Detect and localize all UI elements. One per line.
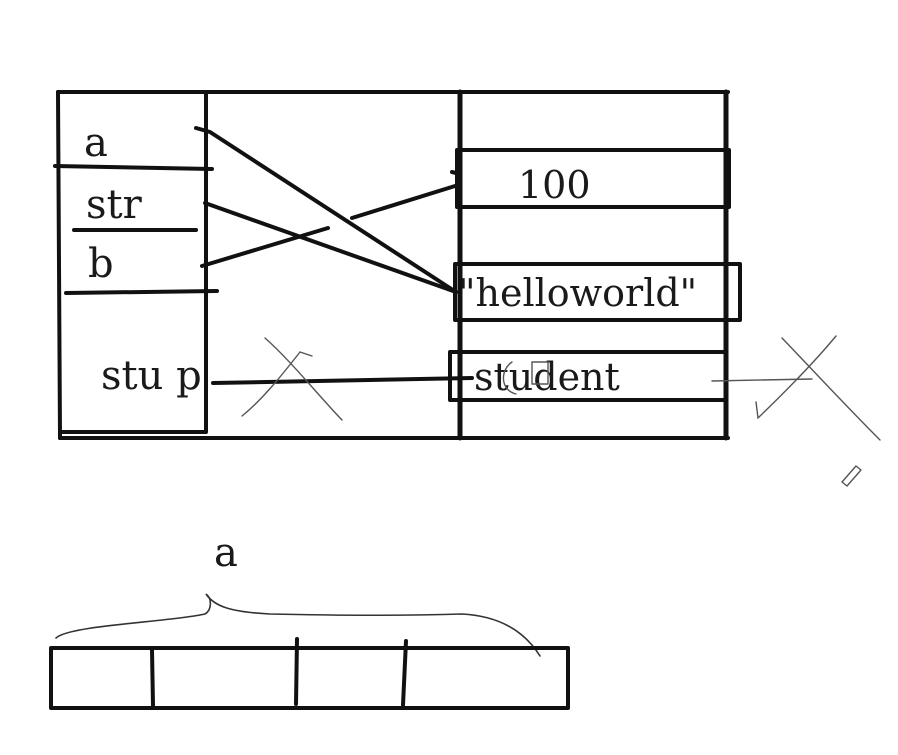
pointer-a <box>194 126 458 294</box>
cross-out-marks <box>241 335 881 487</box>
pointer-stu-p <box>211 376 474 385</box>
pointer-str <box>203 201 458 294</box>
array-divider-2 <box>294 637 299 706</box>
array-brace <box>55 593 541 657</box>
heap-box-100 <box>455 148 731 209</box>
array-name-label: a <box>214 530 238 576</box>
stack-var-a: a <box>84 120 108 166</box>
array-diagram: a <box>49 530 570 710</box>
pointer-b-upper <box>350 184 457 220</box>
array-divider-3 <box>401 639 408 707</box>
heap-value-helloworld: "helloworld" <box>458 271 697 315</box>
heap-box-student <box>448 350 728 402</box>
stack-region: a str b stu p <box>53 90 219 434</box>
stack-var-b: b <box>88 241 114 287</box>
heap-region: 100 "helloworld" student <box>448 89 742 441</box>
heap-value-100: 100 <box>518 163 591 207</box>
stack-divider-a <box>53 164 214 171</box>
pointer-lines <box>194 126 474 385</box>
stack-var-stu-p: stu p <box>101 353 202 399</box>
stack-divider-b <box>64 289 219 295</box>
pencil-icon <box>841 465 862 487</box>
array-box <box>49 646 570 710</box>
array-divider-1 <box>150 648 155 708</box>
scribble-mark <box>502 361 549 395</box>
pointer-b-lower <box>200 226 330 268</box>
stack-var-str: str <box>86 182 143 228</box>
